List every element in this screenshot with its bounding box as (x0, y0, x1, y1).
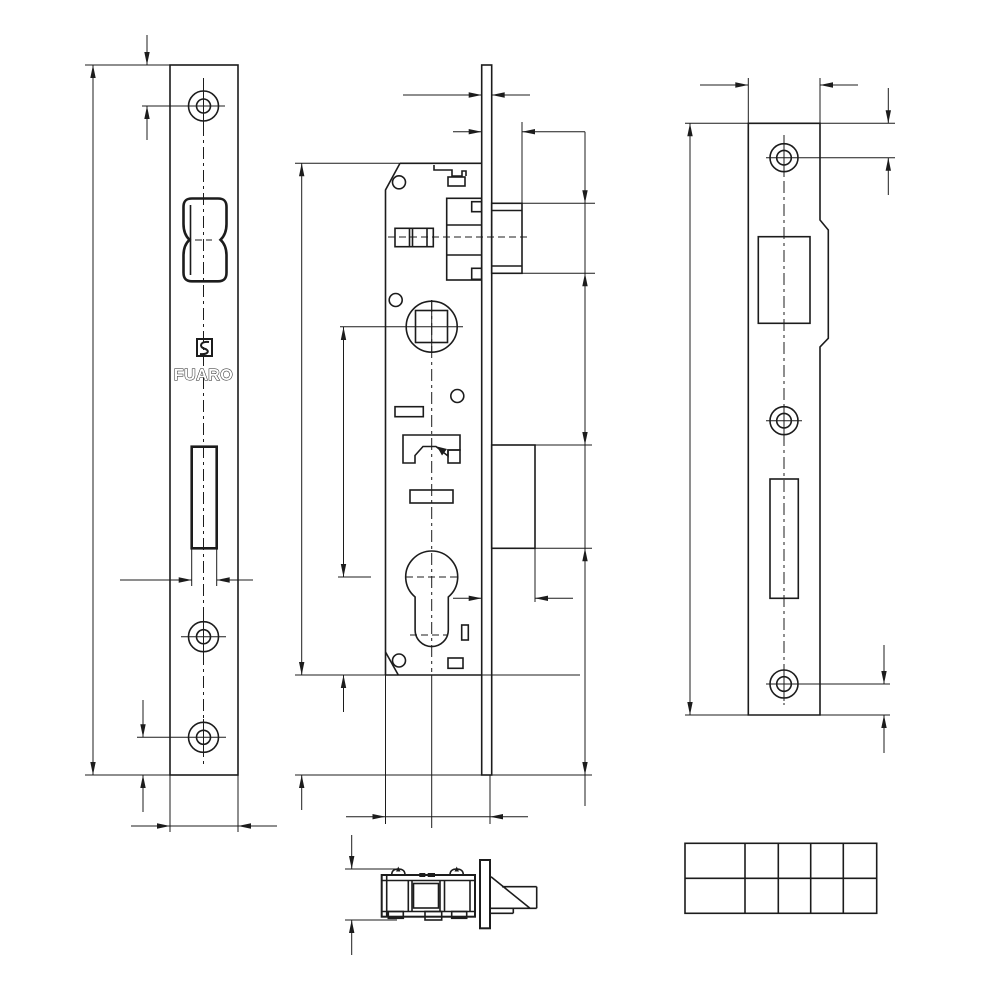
brand-text: FUARO (174, 367, 233, 384)
euro-cylinder-hole (404, 550, 459, 648)
lock-case-outline (384, 162, 482, 676)
latch-opening (182, 197, 228, 283)
strike-plate-outline (747, 122, 830, 716)
title-block-table (684, 842, 878, 915)
screw-hole-top (142, 87, 225, 125)
rivet (388, 292, 404, 308)
fuaro-monogram-icon (196, 338, 213, 357)
screw-hole-middle (181, 618, 226, 655)
spring-clip-tips (396, 866, 459, 877)
latch-bolt-body (445, 197, 483, 281)
strike-screw-hole-middle (766, 404, 802, 438)
strike-plate-view (685, 78, 895, 753)
internal-plate (409, 489, 454, 504)
faceplate-front-view: FUARO (85, 35, 277, 832)
faceplate-outline (169, 64, 239, 776)
small-stud (460, 624, 470, 641)
lock-bottom-view (345, 835, 538, 955)
strike-screw-hole-top (766, 141, 895, 175)
drawing-root: FUARO (85, 35, 895, 955)
strike-latch-opening (757, 235, 811, 325)
deadbolt-slot (190, 445, 218, 550)
rivet (391, 175, 407, 190)
strike-screw-hole-bottom (766, 667, 890, 701)
rivet (449, 388, 465, 404)
locking-lever (402, 434, 461, 464)
spindle-hub (340, 300, 463, 354)
latch-wedge (490, 876, 538, 915)
strike-deadbolt-slot (769, 478, 800, 600)
lock-body-side-view (295, 64, 595, 828)
deadbolt-head (490, 444, 536, 550)
internal-plate (394, 405, 425, 418)
rivet (391, 653, 407, 668)
top-detent-detail (433, 165, 467, 187)
screw-hole-bottom (137, 719, 226, 756)
small-stud (447, 657, 464, 670)
latch-bolt-head (490, 202, 523, 275)
